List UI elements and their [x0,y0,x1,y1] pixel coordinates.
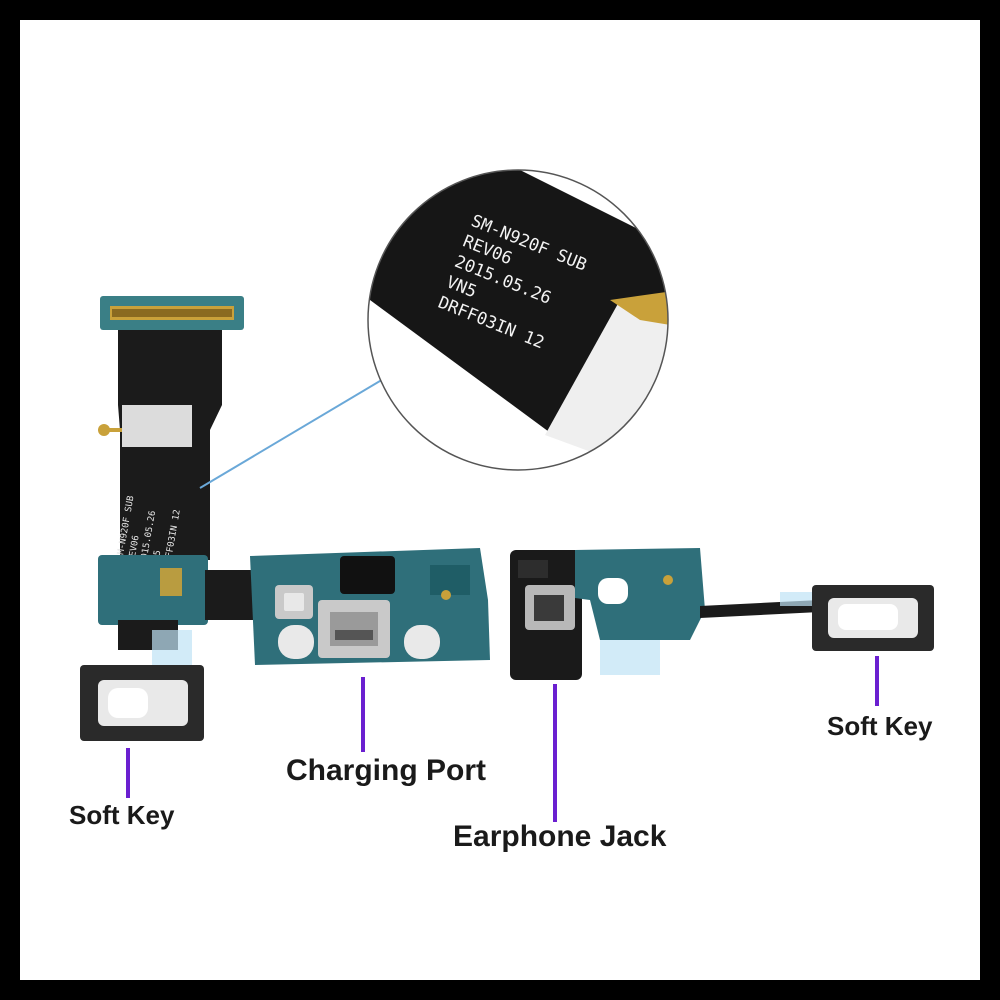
label-earphone-jack: Earphone Jack [453,820,667,853]
pointer-earphone-jack [553,684,557,822]
callout-line [199,377,386,489]
label-soft-key-right: Soft Key [827,711,933,741]
soft-key-right [812,585,934,651]
flex-cable [98,330,222,560]
label-charging-port: Charging Port [286,754,486,787]
top-connector [100,296,244,330]
pointer-soft-key-left [126,748,130,798]
pointer-charging-port [361,677,365,752]
left-pcb [98,555,208,670]
zoom-circle: SM-N920F SUB REV06 2015.05.26 VN5 DRFF03… [367,169,669,471]
right-flex-tape [780,592,820,606]
soft-key-left [80,665,204,741]
mid-flex [205,570,260,620]
main-pcb [250,548,490,665]
right-pcb [575,548,705,675]
pointer-soft-key-right [875,656,879,706]
label-soft-key-left: Soft Key [69,800,175,830]
earphone-jack-part [510,550,582,680]
